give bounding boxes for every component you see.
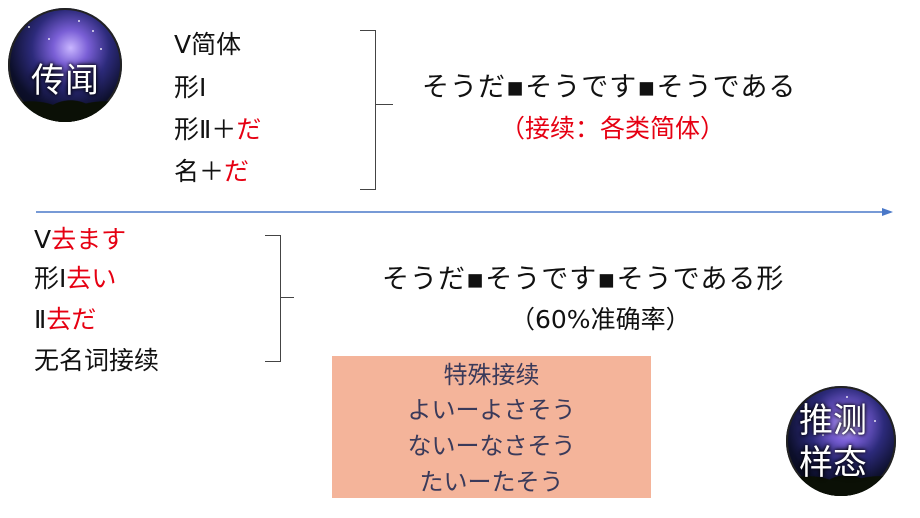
hearsay-connection-note: （接续：各类简体） — [500, 114, 726, 143]
hearsay-bracket-tick — [375, 104, 393, 105]
special-box-line-3: たいーたそう — [419, 468, 564, 496]
conjecture-item-3: Ⅱ去だ — [34, 305, 97, 334]
conjecture-accuracy-note: （60%准确率） — [510, 305, 691, 334]
special-box-line-2: ないーなさそう — [407, 432, 576, 460]
special-box-line-1: よいーよさそう — [407, 396, 576, 424]
conjecture-bracket — [265, 235, 281, 362]
conjecture-badge-label-1: 推测 — [799, 401, 867, 441]
hearsay-item-1: V简体 — [174, 30, 242, 59]
hearsay-badge: 传闻 — [8, 8, 122, 122]
divider-arrow — [36, 208, 893, 216]
conjecture-item-4: 无名词接续 — [34, 346, 160, 375]
conjecture-bracket-tick — [280, 297, 294, 298]
hearsay-item-4: 名＋だ — [174, 157, 250, 186]
special-connection-box: 特殊接续 よいーよさそう ないーなさそう たいーたそう — [332, 356, 651, 498]
special-box-title: 特殊接续 — [443, 361, 540, 389]
conjecture-item-1: V去ます — [34, 225, 127, 254]
hearsay-item-2: 形Ⅰ — [174, 73, 207, 102]
hearsay-item-3: 形Ⅱ＋だ — [174, 115, 262, 144]
hearsay-bracket — [360, 30, 376, 190]
hearsay-forms: そうだ▪そうです▪そうである — [422, 72, 797, 103]
conjecture-badge: 推测 样态 — [786, 386, 896, 496]
hearsay-badge-label: 传闻 — [31, 61, 99, 101]
conjecture-item-2: 形Ⅰ去い — [34, 264, 117, 293]
conjecture-forms: そうだ▪そうです▪そうである形 — [382, 264, 785, 295]
conjecture-badge-label-2: 样态 — [799, 443, 867, 483]
